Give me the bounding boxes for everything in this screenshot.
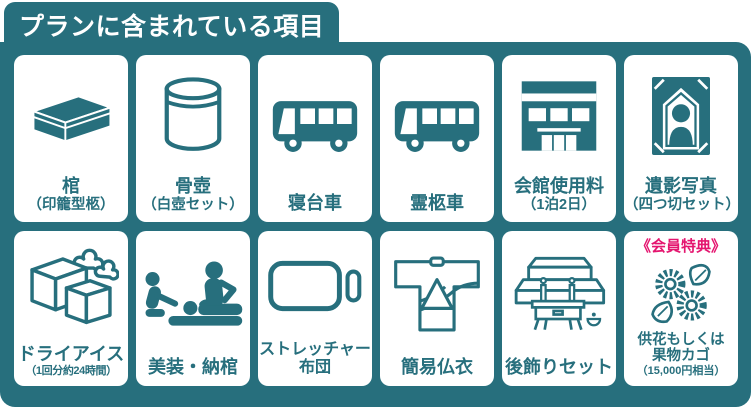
after-altar-icon [502, 231, 616, 357]
item-label: 骨壺 [175, 176, 211, 197]
item-sublabel: （1回分約24時間） [25, 364, 117, 377]
item-card-after-altar: 後飾りセット [502, 231, 616, 386]
item-label: 会館使用料 [514, 176, 604, 197]
item-card-dry-ice: ドライアイス （1回分約24時間） [14, 231, 128, 386]
item-label: 棺 [62, 176, 80, 197]
item-card-memorial-photo: 遺影写真 （四つ切セット） [624, 55, 740, 222]
item-label: 簡易仏衣 [401, 356, 473, 377]
coffin-icon [14, 55, 128, 176]
item-card-encoffining: 美装・納棺 [136, 231, 250, 386]
item-label-2: 果物カゴ [652, 348, 710, 365]
header-tab: プランに含まれている項目 [4, 2, 340, 48]
item-sublabel: （白壺セット） [142, 196, 244, 213]
item-card-hearse: 霊柩車 [380, 55, 494, 222]
item-card-urn: 骨壺 （白壺セット） [136, 55, 250, 222]
item-sublabel: （15,000円相当） [636, 364, 726, 377]
page-title: プランに含まれている項目 [19, 13, 325, 41]
item-label: 遺影写真 [645, 176, 717, 197]
hall-building-icon [502, 55, 616, 176]
encoffining-people-icon [136, 231, 250, 357]
item-label: ストレッチャー [259, 340, 371, 358]
item-label: 霊柩車 [410, 192, 464, 213]
member-benefit-badge: 《会員特典》 [635, 238, 726, 255]
item-label: 供花もしくは [637, 331, 725, 348]
item-sublabel: （1泊2日） [521, 196, 597, 213]
dry-ice-icon [14, 231, 128, 344]
burial-garment-icon [380, 231, 494, 357]
item-label: 寝台車 [288, 192, 342, 213]
item-card-stretcher-futon: ストレッチャー 布団 [258, 231, 372, 386]
item-card-burial-garment: 簡易仏衣 [380, 231, 494, 386]
sleeping-car-bus-icon [258, 55, 372, 193]
item-card-member-benefit-flowers: 《会員特典》 供花もしくは 果物カゴ （15,000円 [624, 231, 738, 386]
item-card-coffin: 棺 （印籠型柩） [14, 55, 128, 222]
item-sublabel: （印籠型柩） [27, 196, 115, 213]
flowers-icon [624, 254, 738, 332]
stretcher-futon-icon [258, 231, 372, 341]
item-card-sleeping-car: 寝台車 [258, 55, 372, 222]
item-label: 後飾りセット [505, 356, 613, 377]
memorial-portrait-icon [624, 55, 738, 176]
urn-icon [136, 55, 250, 176]
plan-items-panel: 棺 （印籠型柩） 骨壺 （白壺セット） [0, 42, 751, 407]
item-card-hall-fee: 会館使用料 （1泊2日） [502, 55, 616, 222]
item-label-2: 布団 [298, 358, 331, 376]
item-label: ドライアイス [17, 344, 125, 365]
hearse-bus-icon [380, 55, 494, 193]
item-label: 美装・納棺 [148, 356, 238, 377]
item-sublabel: （四つ切セット） [624, 196, 740, 213]
